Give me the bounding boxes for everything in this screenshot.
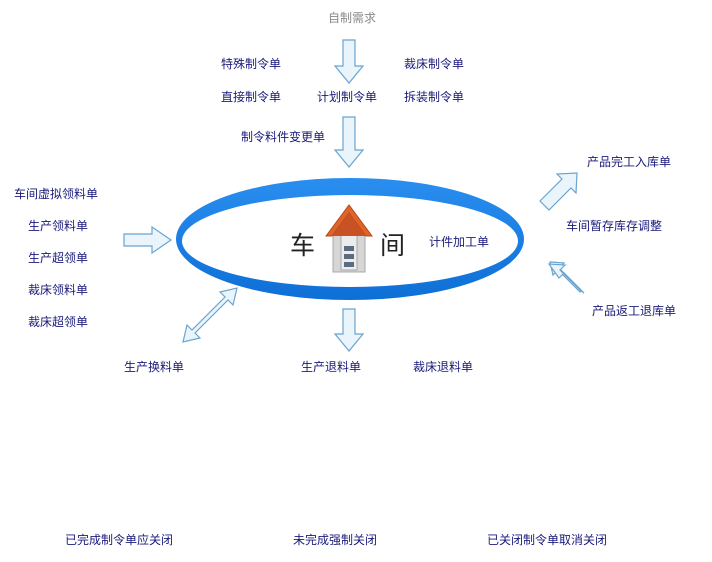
piece-processing-link[interactable]: 计件加工单 bbox=[429, 235, 490, 249]
force-close-link[interactable]: 未完成强制关闭 bbox=[293, 533, 378, 547]
arrow-up-left-rework-head[interactable] bbox=[547, 263, 585, 294]
workshop-virtual-requisition-link[interactable]: 车间虚拟领料单 bbox=[14, 187, 99, 201]
finished-goods-in-link[interactable]: 产品完工入库单 bbox=[587, 155, 672, 169]
cutting-order-link[interactable]: 裁床制令单 bbox=[404, 57, 465, 71]
disassembly-order-link[interactable]: 拆装制令单 bbox=[404, 90, 465, 104]
arrow-right-into-workshop[interactable] bbox=[123, 225, 173, 255]
direct-order-link[interactable]: 直接制令单 bbox=[221, 90, 282, 104]
close-completed-orders-link[interactable]: 已完成制令单应关闭 bbox=[65, 533, 174, 547]
workshop-char-right: 间 bbox=[380, 231, 406, 260]
workshop-char-left: 车 bbox=[290, 231, 316, 260]
cutting-return-link[interactable]: 裁床退料单 bbox=[413, 360, 474, 374]
material-change-link[interactable]: 制令料件变更单 bbox=[241, 130, 326, 144]
arrow-double-exchange[interactable] bbox=[182, 287, 238, 343]
production-requisition-link[interactable]: 生产领料单 bbox=[28, 219, 89, 233]
self-demand-label: 自制需求 bbox=[328, 11, 377, 25]
special-order-link[interactable]: 特殊制令单 bbox=[221, 57, 282, 71]
rework-return-link[interactable]: 产品返工退库单 bbox=[592, 304, 677, 318]
arrow-down-plan[interactable] bbox=[333, 39, 365, 84]
workshop-house-icon bbox=[325, 204, 373, 273]
production-over-requisition-link[interactable]: 生产超领单 bbox=[28, 251, 89, 265]
arrow-down-into-workshop[interactable] bbox=[333, 116, 365, 168]
cancel-close-link[interactable]: 已关闭制令单取消关闭 bbox=[487, 533, 608, 547]
production-exchange-link[interactable]: 生产换料单 bbox=[124, 360, 185, 374]
plan-order-link[interactable]: 计划制令单 bbox=[317, 90, 378, 104]
arrow-down-return[interactable] bbox=[333, 308, 365, 352]
arrow-up-right-finished[interactable] bbox=[539, 172, 578, 211]
cutting-requisition-link[interactable]: 裁床领料单 bbox=[28, 283, 89, 297]
workshop-stock-adjust-link[interactable]: 车间暂存库存调整 bbox=[566, 219, 663, 233]
cutting-over-requisition-link[interactable]: 裁床超领单 bbox=[28, 315, 89, 329]
production-return-link[interactable]: 生产退料单 bbox=[301, 360, 362, 374]
